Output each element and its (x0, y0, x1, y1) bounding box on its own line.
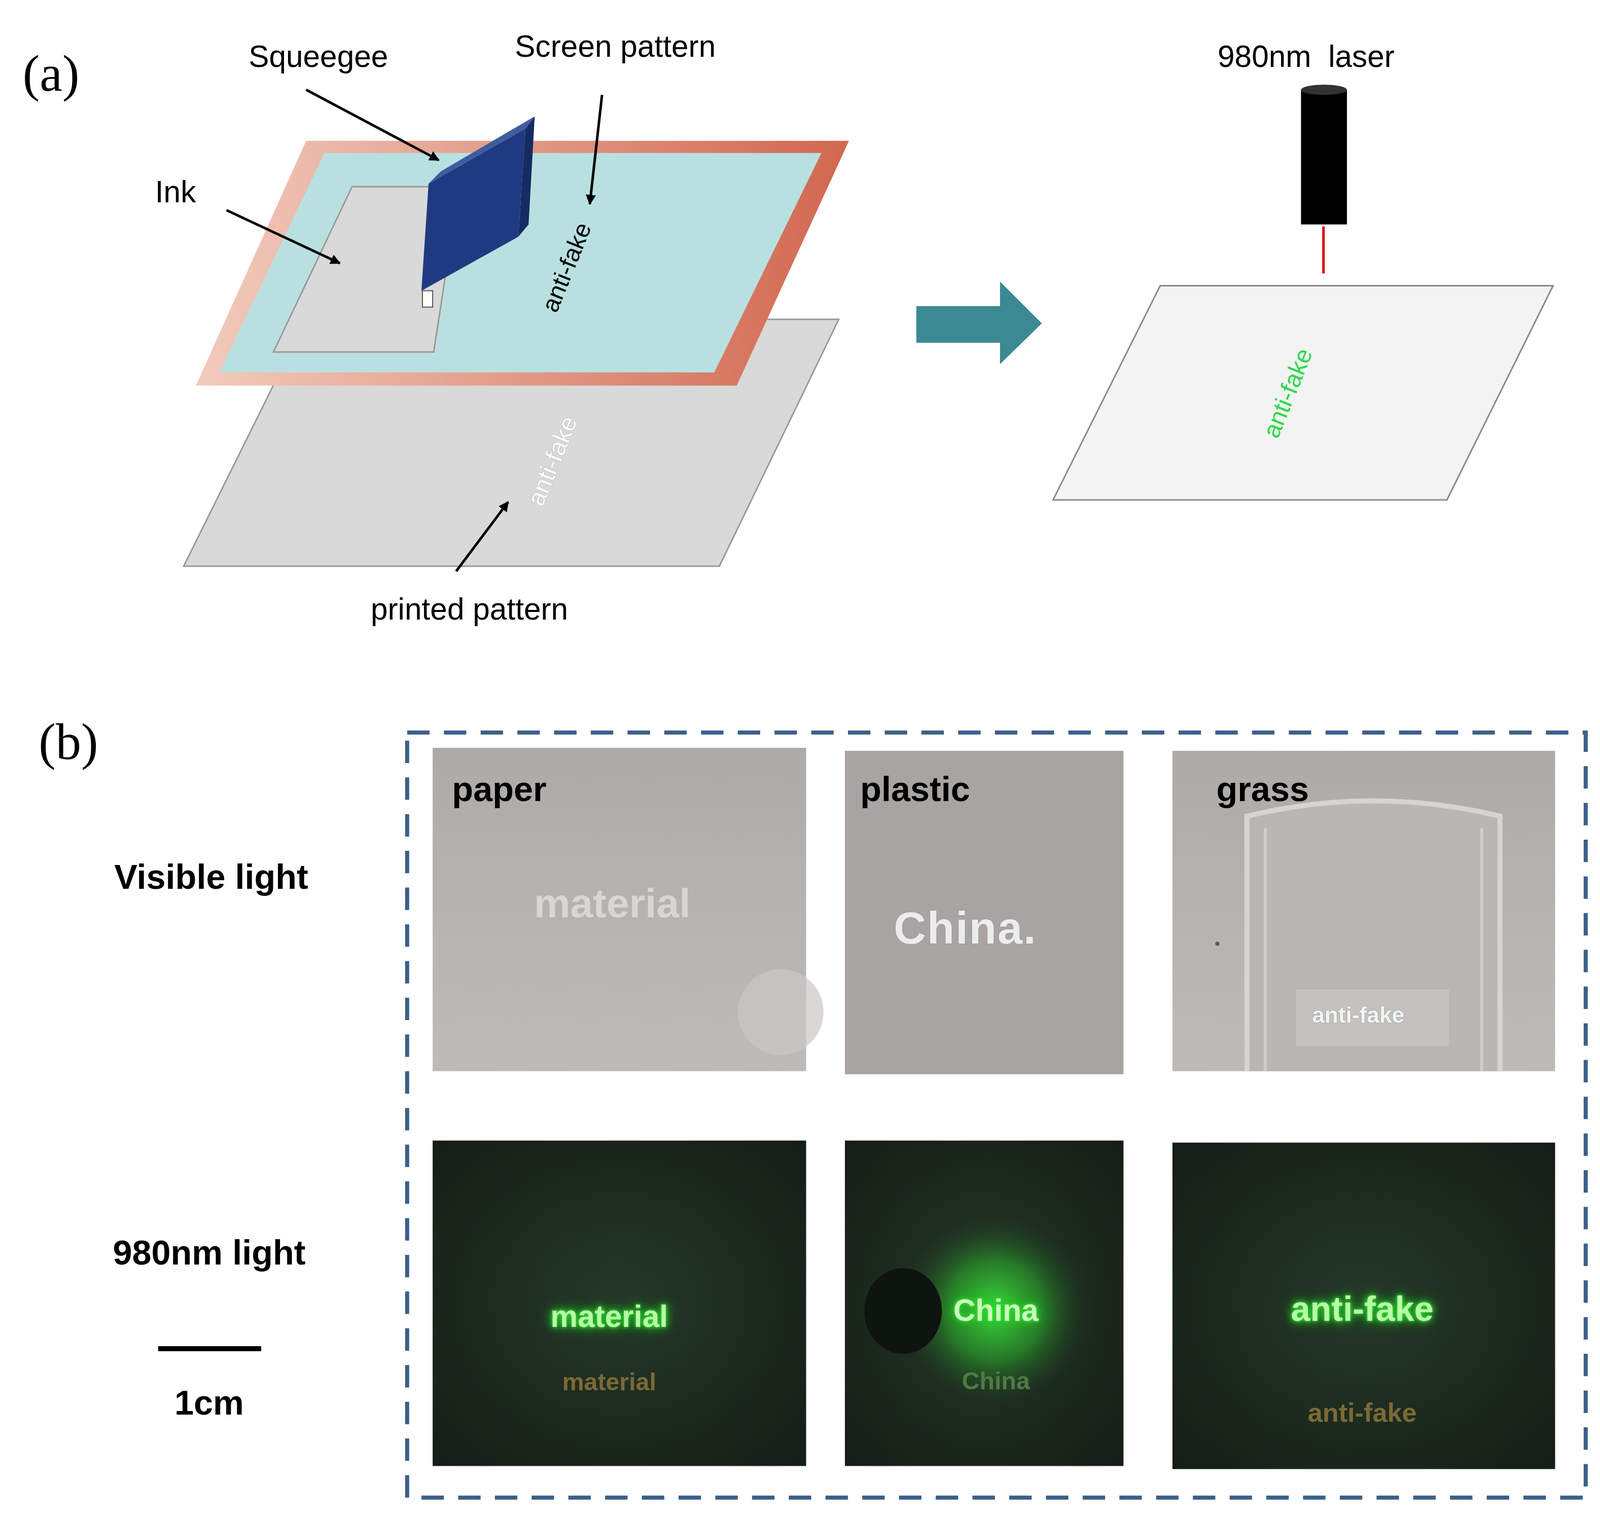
leader-arrow (455, 502, 509, 572)
row-label: Visible light (114, 858, 309, 897)
photo (1172, 751, 1556, 1072)
photo-title: plastic (860, 770, 971, 809)
leader-arrow (226, 209, 340, 264)
luminescent-text: China (953, 1293, 1039, 1327)
photo-detail (864, 1268, 942, 1355)
leader-arrow (306, 89, 440, 161)
scale-label: 1cm (174, 1383, 244, 1422)
glass-cup (1263, 828, 1267, 1072)
panel-label: (a) (22, 45, 80, 102)
photo-text: China. (893, 903, 1038, 953)
part-label: Screen pattern (514, 28, 716, 63)
laser-beam (1322, 226, 1325, 274)
row-label: 980nm light (112, 1233, 306, 1272)
photo (1172, 1143, 1556, 1470)
squeegee-blade (422, 290, 433, 307)
result-sheet (1053, 285, 1554, 501)
photo-detail (737, 969, 824, 1056)
dashed-frame (407, 732, 1586, 1499)
part-label: Squeegee (248, 39, 388, 73)
leader-arrow (589, 94, 602, 204)
panel-label: (b) (38, 713, 98, 770)
process-arrow (916, 281, 1042, 365)
photo-text: material (534, 880, 691, 926)
photo-panel: paper material (432, 748, 806, 1072)
photo (844, 1141, 1124, 1467)
laser-body (1300, 84, 1347, 95)
photo (844, 751, 1124, 1075)
part-label: printed pattern (370, 592, 568, 626)
glass-cup (1247, 801, 1501, 1072)
part-label: Ink (155, 174, 197, 209)
photo-detail (1215, 941, 1220, 946)
squeegee (518, 116, 535, 237)
photo-panel: ChinaChina (844, 1141, 1124, 1467)
photo-text: anti-fake (1311, 1003, 1405, 1028)
photo (432, 1141, 806, 1467)
glass-cup (1480, 828, 1484, 1072)
photo-panel: grass anti-fake (1172, 751, 1556, 1072)
reflection-text: anti-fake (1307, 1398, 1417, 1429)
part-label: 980nm laser (1217, 39, 1395, 73)
squeegee (421, 128, 526, 292)
photo-panel: material material (432, 1141, 806, 1467)
reflection-text: material (562, 1369, 657, 1397)
luminescent-text: anti-fake (1291, 1290, 1434, 1329)
photo-title: grass (1216, 770, 1309, 809)
photo-title: paper (451, 770, 547, 809)
reflection-text: China (962, 1368, 1030, 1396)
luminescent-text: material (550, 1299, 668, 1333)
photo-panel: plasticChina. (844, 751, 1124, 1075)
laser-body (1300, 89, 1347, 225)
scale-bar (158, 1346, 262, 1352)
photo-panel: anti-fake anti-fake (1172, 1143, 1556, 1470)
glass-cup (1295, 989, 1449, 1047)
